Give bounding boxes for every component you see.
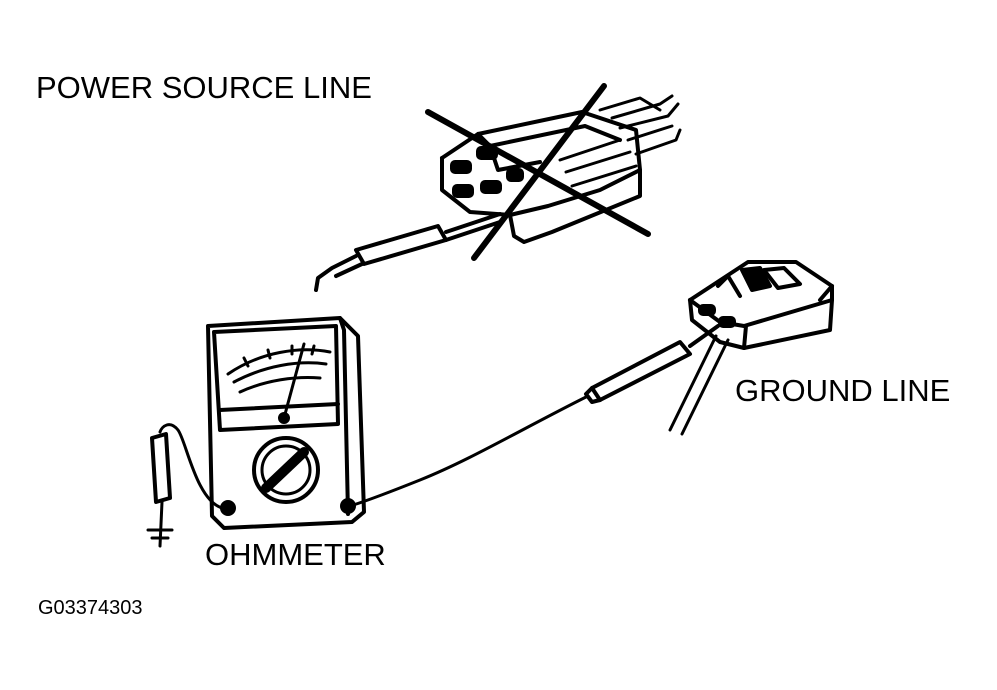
ground-line-label: GROUND LINE [735, 373, 951, 408]
cross-out-mark [425, 83, 651, 261]
power-source-probe [314, 212, 502, 292]
power-source-line-label: POWER SOURCE LINE [36, 70, 372, 105]
ground-line-probe [584, 324, 720, 404]
ground-test-lead [348, 394, 590, 508]
ohmmeter [206, 316, 366, 530]
ohmmeter-left-lead [146, 423, 224, 548]
ohmmeter-label: OHMMETER [205, 537, 386, 572]
ground-line-connector [668, 260, 834, 436]
figure-code-label: G03374303 [38, 597, 143, 619]
